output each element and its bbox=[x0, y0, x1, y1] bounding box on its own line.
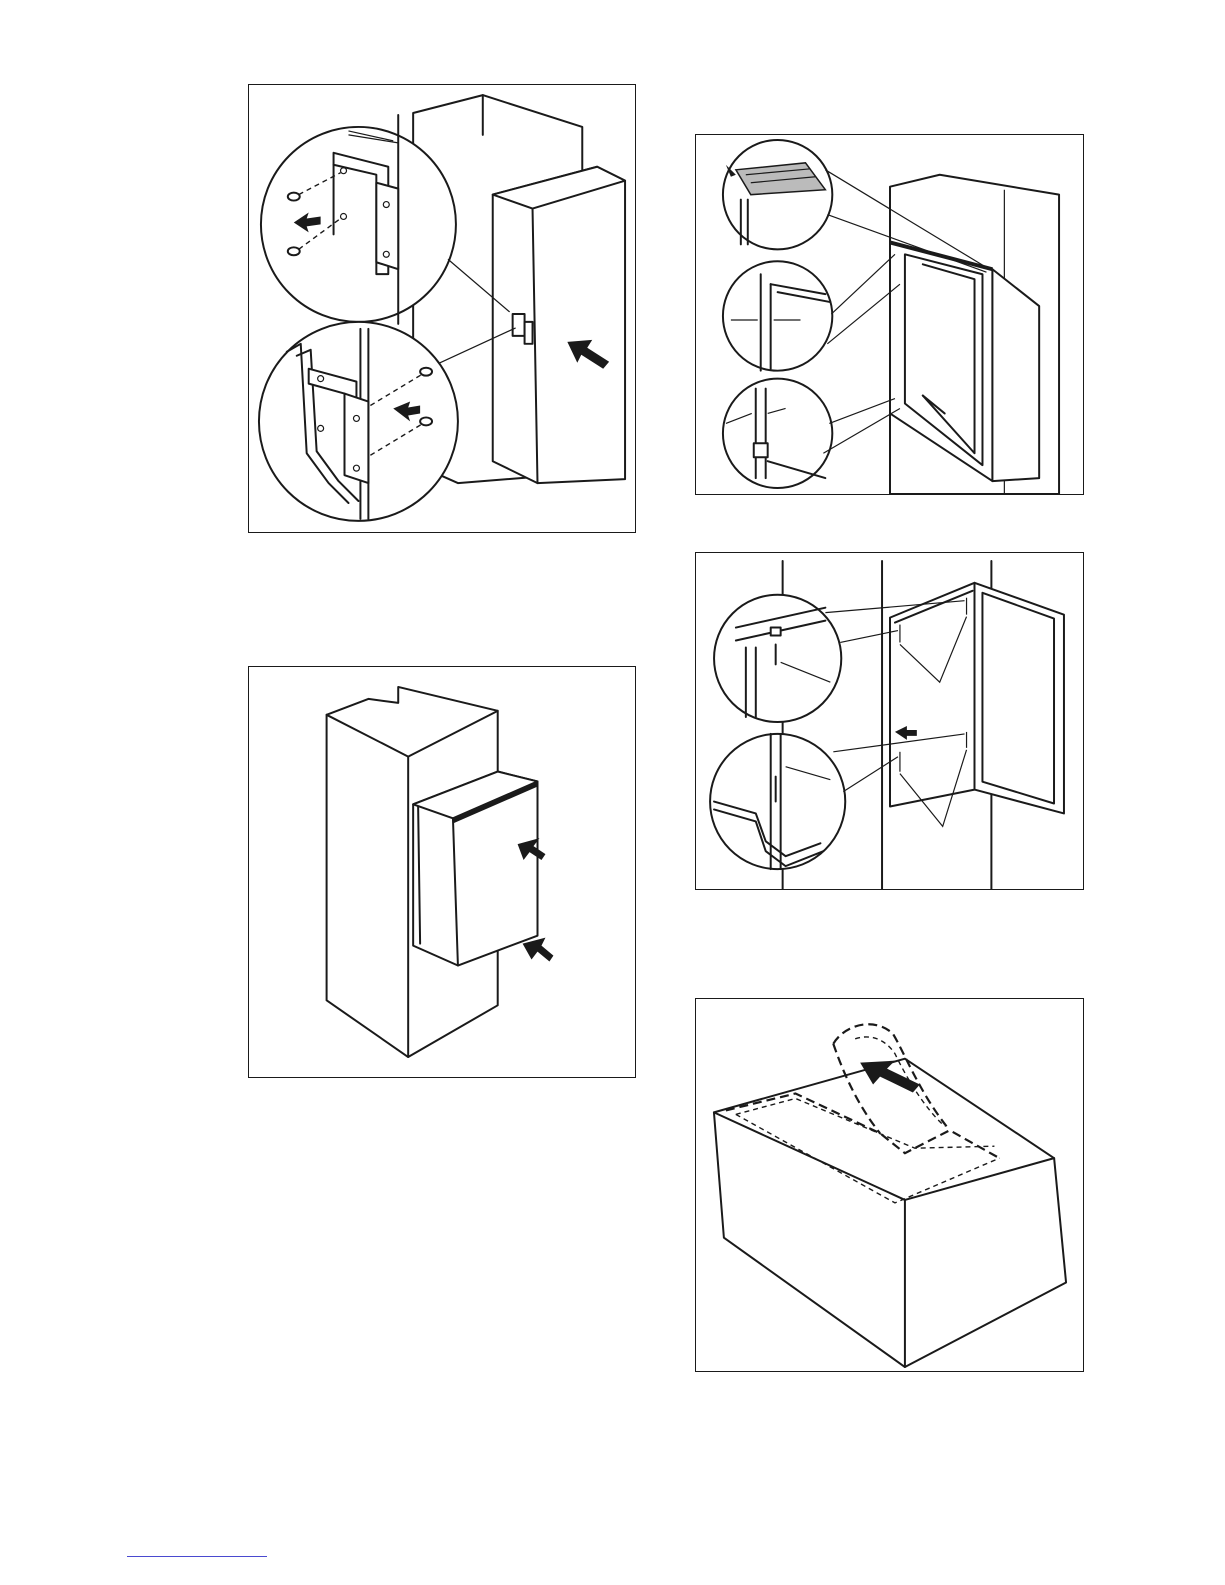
hinge-bracket-mounting-illustration bbox=[248, 84, 636, 533]
door-gap-alignment-illustration bbox=[695, 134, 1084, 495]
appliance-insertion-illustration bbox=[248, 666, 636, 1078]
cover-strip-fitting-illustration bbox=[695, 998, 1084, 1372]
door-screw-fixing-illustration bbox=[695, 552, 1084, 890]
footer-rule bbox=[127, 1556, 267, 1557]
